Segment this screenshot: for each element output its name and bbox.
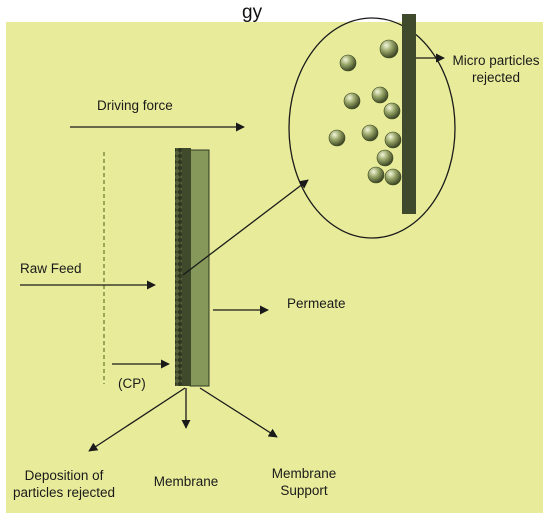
magnified-membrane <box>402 14 416 214</box>
diagram-background <box>6 22 543 513</box>
particle-icon <box>384 103 400 119</box>
particle-icon <box>377 150 393 166</box>
particle-icon <box>372 87 388 103</box>
permeate-label: Permeate <box>287 296 346 311</box>
caption-fragment: gy <box>242 2 263 23</box>
cp-label: (CP) <box>118 376 146 391</box>
particle-icon <box>344 93 360 109</box>
micro-particles-label-line1: Micro particles <box>452 53 539 68</box>
particle-icon <box>385 132 401 148</box>
particle-icon <box>362 125 378 141</box>
particle-icon <box>380 40 398 58</box>
particle-icon <box>368 167 384 183</box>
particle-icon <box>385 169 401 185</box>
membrane-support-label-line2: Support <box>280 483 328 498</box>
membrane-label: Membrane <box>154 474 219 489</box>
driving-force-label: Driving force <box>97 98 173 113</box>
micro-particles-label-line2: rejected <box>472 70 520 85</box>
membrane <box>181 148 191 386</box>
raw-feed-label: Raw Feed <box>20 261 82 276</box>
deposition-label-line1: Deposition of <box>25 468 104 483</box>
particle-icon <box>329 130 345 146</box>
deposition-label-line2: particles rejected <box>13 485 115 500</box>
deposited-particle-layer <box>175 148 182 386</box>
membrane-support-label-line1: Membrane <box>272 466 337 481</box>
particle-icon <box>340 55 356 71</box>
